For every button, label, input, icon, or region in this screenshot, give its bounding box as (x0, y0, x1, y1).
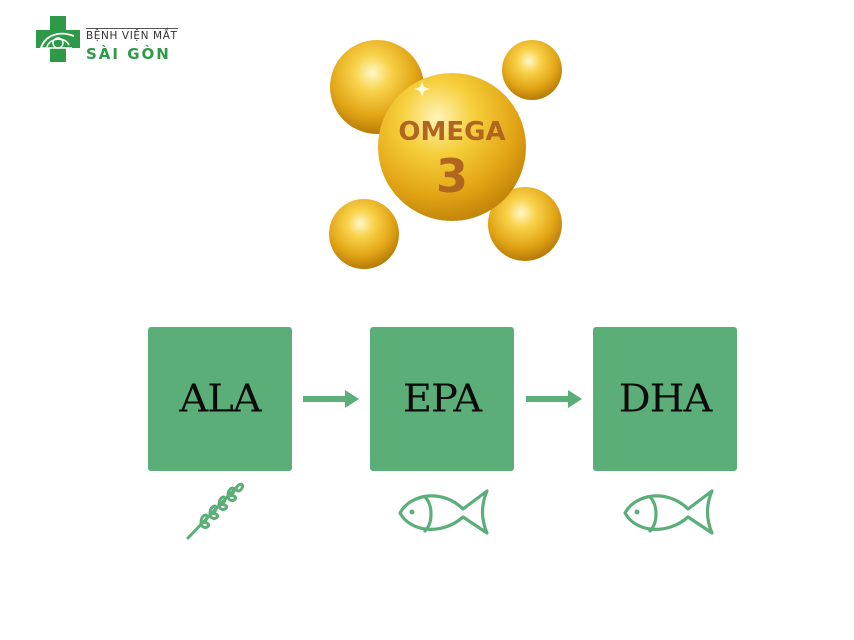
logo-line2: SÀI GÒN (86, 45, 171, 63)
logo-line1: BỆNH VIỆN MẮT (86, 28, 178, 42)
omega-title: OMEGA (398, 117, 505, 147)
arrow-right-icon (526, 390, 582, 408)
node-ala: ALA (148, 327, 292, 471)
node-dha: DHA (593, 327, 737, 471)
node-epa-label: EPA (402, 377, 482, 421)
eye-cross-icon (36, 16, 80, 62)
arrow-right-icon (303, 390, 359, 408)
node-ala-label: ALA (179, 377, 261, 421)
fish-icon (623, 489, 714, 535)
wheat-icon (186, 482, 244, 540)
fish-icon (398, 489, 489, 535)
node-epa: EPA (370, 327, 514, 471)
node-dha-label: DHA (618, 377, 713, 421)
omega-3-capsules-icon: OMEGA 3 (329, 40, 562, 269)
logo-text: BỆNH VIỆN MẮT SÀI GÒN (86, 26, 178, 63)
omega-number: 3 (436, 149, 468, 203)
